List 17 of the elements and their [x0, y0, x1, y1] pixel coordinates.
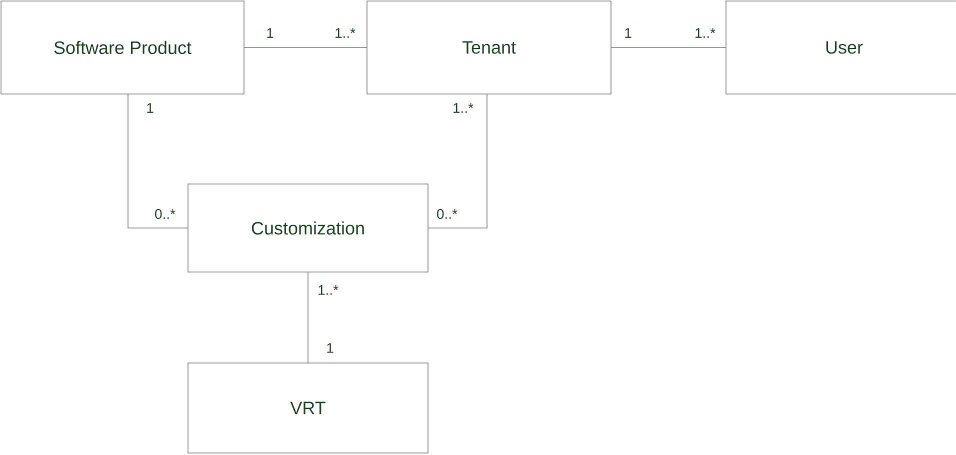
association-line [428, 94, 488, 228]
multiplicity-label: 0..* [437, 209, 458, 219]
class-box: Customization [188, 184, 428, 272]
multiplicity-label: 1..* [318, 285, 338, 295]
multiplicity-label: 1..* [454, 103, 474, 113]
class-box: VRT [188, 362, 428, 454]
multiplicity-label: 0..* [155, 209, 176, 219]
association-line [610, 47, 726, 48]
association-line [244, 47, 368, 48]
class-box: Software Product [0, 0, 244, 94]
multiplicity-label: 1..* [336, 28, 356, 38]
class-box: User [726, 0, 956, 94]
association-line [128, 94, 188, 228]
multiplicity-label: 1 [625, 28, 632, 38]
class-box: Tenant [366, 0, 612, 94]
multiplicity-label: 1 [267, 28, 274, 38]
multiplicity-label: 1..* [696, 28, 716, 38]
